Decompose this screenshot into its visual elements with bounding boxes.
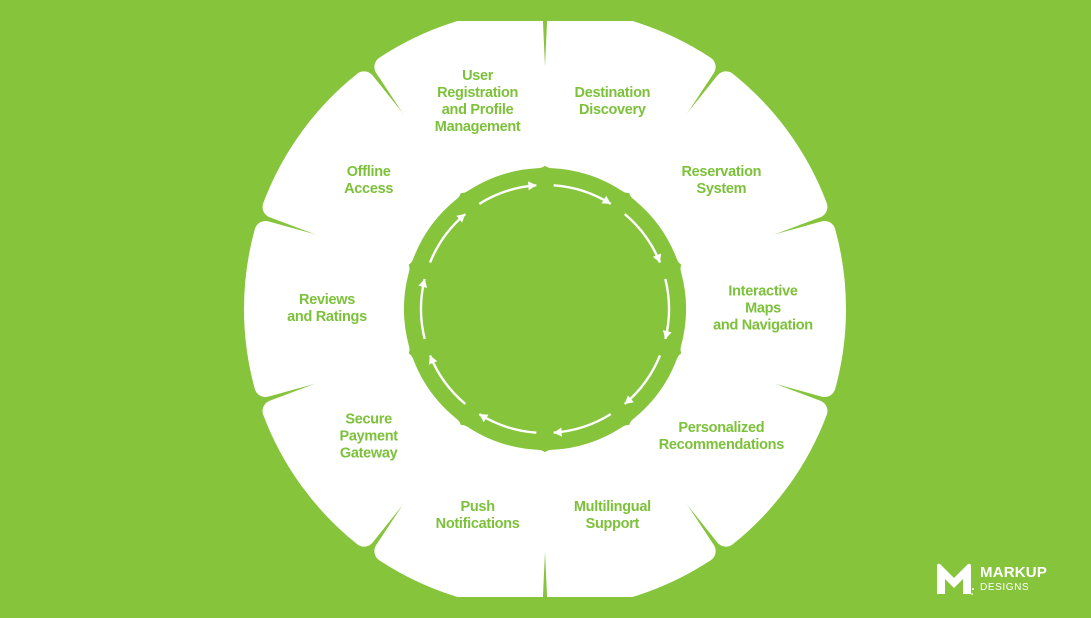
segment-label: Offline Access [344,163,394,197]
segment-label: Personalized Recommendations [658,420,785,454]
segment-label: Multilingual Support [573,499,651,533]
segment-8 [244,220,410,398]
cycle-arrow-6 [478,413,537,434]
cycle-arrow-5 [553,413,612,434]
segment-label: Reservation System [681,163,762,197]
arrow-head-icon [456,214,466,223]
segment-label: Push Notifications [435,499,520,533]
logo-wordmark: MARKUP [980,564,1048,581]
segment-3 [680,220,846,398]
cycle-arrow-4 [623,355,662,405]
cycle-arrow-3 [664,278,671,340]
segment-label: Reviews and Ratings [287,292,367,325]
arrow-head-icon [624,395,634,404]
arrow-head-icon [652,253,662,263]
markup-m-logo-icon [937,563,974,595]
segment-label: User Registration and Profile Management [434,67,521,135]
arrow-head-icon [479,414,489,423]
segment-10 [374,21,550,194]
segment-7 [262,351,462,547]
segment-9 [262,71,462,267]
cycle-arrow-9 [428,213,467,263]
cycle-arrow-2 [623,213,662,263]
segment-label: Secure Payment Gateway [339,411,398,462]
segment-label: Interactive Maps and Navigation [713,283,813,334]
arrow-head-icon [601,195,611,204]
cycle-arrow-1 [553,184,612,205]
arrow-head-icon [418,279,428,288]
segment-4 [628,351,828,547]
cycle-arrow-10 [478,184,537,205]
segment-label: Destination Discovery [574,84,651,118]
arrow-head-icon [662,330,672,339]
segment-1 [540,21,716,194]
arrow-head-icon [528,181,537,191]
markup-designs-logo: MARKUP DESIGNS [934,562,1064,598]
cycle-arrow-8 [419,278,426,340]
logo-tagline: DESIGNS [980,582,1030,593]
segment-2 [628,71,828,267]
arrow-head-icon [553,427,562,437]
arrow-head-icon [428,355,438,365]
segment-5 [540,424,716,597]
cycle-arrow-7 [428,355,467,405]
segment-6 [374,424,550,597]
